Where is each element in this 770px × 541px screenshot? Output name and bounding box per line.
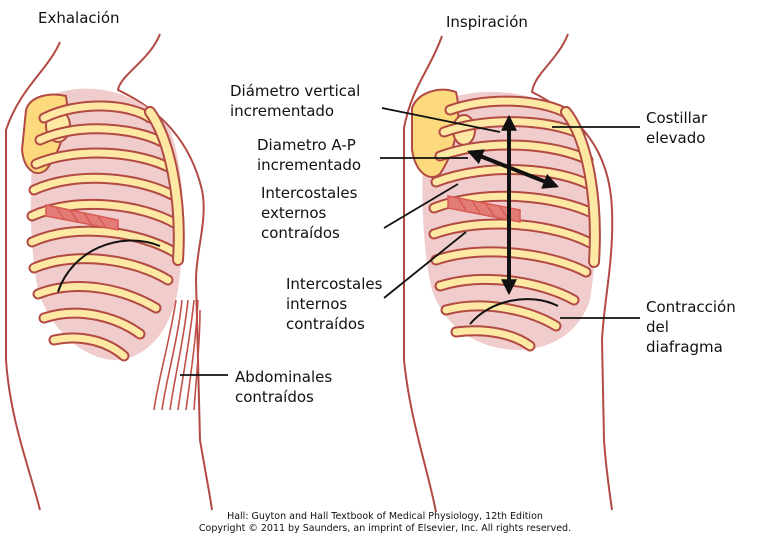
label-contraccion-diafragma: Contracción del diafragma xyxy=(646,297,736,357)
label-ap-line1: Diametro A-P xyxy=(257,136,356,154)
label-externos-line1: Intercostales xyxy=(261,184,358,202)
inspiration-figure xyxy=(403,33,614,513)
label-abdominales-line2: contraídos xyxy=(235,388,314,406)
label-vertical-line1: Diámetro vertical xyxy=(230,82,361,100)
leader-externos xyxy=(383,183,459,229)
inspiration-title: Inspiración xyxy=(446,13,528,31)
exhalation-body-outline xyxy=(5,33,213,511)
credit-line-2: Copyright © 2011 by Saunders, an imprint… xyxy=(198,523,572,534)
label-contraccion-line2: del xyxy=(646,318,669,336)
exhalation-figure xyxy=(5,33,213,511)
exhalation-abdominal-muscles xyxy=(153,299,201,411)
exhalation-intercostal-muscle xyxy=(45,204,119,231)
inspiration-body-outline xyxy=(403,33,614,513)
inspiration-diaphragm xyxy=(469,298,559,325)
ap-diameter-arrow xyxy=(467,149,559,189)
exhalation-diaphragm xyxy=(57,239,161,293)
exhalation-title: Exhalación xyxy=(38,9,120,27)
label-vertical-line2: incrementado xyxy=(230,102,335,120)
label-vertical-diameter: Diámetro vertical incrementado xyxy=(230,81,360,121)
label-intercostales-externos: Intercostales externos contraídos xyxy=(261,183,357,243)
leader-internos xyxy=(383,231,467,299)
label-internos-line3: contraídos xyxy=(286,315,365,333)
label-contraccion-line1: Contracción xyxy=(646,298,736,316)
label-abdominales: Abdominales contraídos xyxy=(235,367,332,407)
label-intercostales-internos: Intercostales internos contraídos xyxy=(286,274,382,334)
label-ap-diameter: Diametro A-P incrementado xyxy=(257,135,361,175)
label-abdominales-line1: Abdominales xyxy=(235,368,333,386)
label-costillar-elevado: Costillar elevado xyxy=(646,108,707,148)
credit-line-1: Hall: Guyton and Hall Textbook of Medica… xyxy=(227,511,543,522)
label-internos-line2: internos xyxy=(286,295,348,313)
label-costillar-line1: Costillar xyxy=(646,109,708,127)
label-externos-line3: contraídos xyxy=(261,224,340,242)
label-internos-line1: Intercostales xyxy=(286,275,383,293)
leader-vertical xyxy=(381,107,501,133)
label-externos-line2: externos xyxy=(261,204,327,222)
label-ap-line2: incrementado xyxy=(257,156,362,174)
leader-lines xyxy=(180,107,640,376)
label-contraccion-line3: diafragma xyxy=(646,338,723,356)
label-costillar-line2: elevado xyxy=(646,129,706,147)
